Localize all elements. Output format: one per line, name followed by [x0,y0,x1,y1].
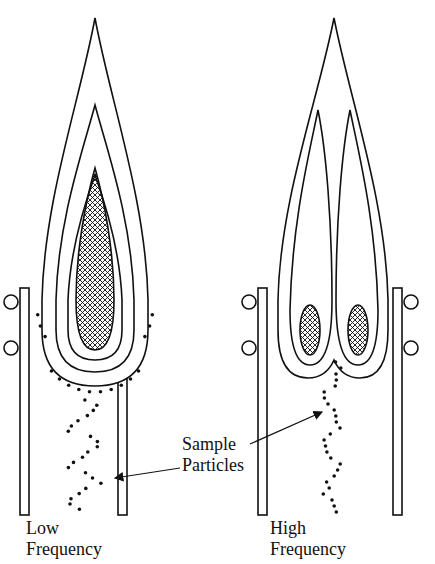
particle-dot [339,366,343,370]
particle-dot [88,390,92,394]
particle-dot [329,456,333,460]
particle-dot [89,435,93,439]
particle-dot [335,420,339,424]
particle-dot [330,498,334,502]
particle-dot [69,497,73,501]
particle-dot [81,455,85,459]
particle-dot [332,474,336,478]
particle-dot [86,450,90,454]
particle-dot [325,480,329,484]
particle-dot [338,426,342,430]
particle-dot [333,384,337,388]
particle-dot [91,476,95,480]
particle-dot [322,492,326,496]
particle-dot [99,390,103,394]
particle-dot [83,398,87,402]
particle-dot [86,414,90,418]
particle-dot [334,414,338,418]
particle-dot [67,429,71,433]
particle-dot [77,492,81,496]
particle-dot [143,335,147,339]
particle-dot [336,468,340,472]
particle-dot [151,313,155,317]
particle-dot [334,372,338,376]
particle-dot [120,383,124,387]
particle-dot [99,481,103,485]
particle-dot [67,466,71,470]
particle-dot [327,486,331,490]
particle-dot [39,324,43,328]
particle-dot [67,383,71,387]
callout-label: Sample Particles [182,434,274,476]
particle-dot [109,388,113,392]
particle-dot [323,396,327,400]
particle-dot [96,445,100,449]
particle-dot [335,510,339,514]
particle-dot [334,360,338,364]
low-frequency-torch [4,18,148,515]
sample-particles [36,313,343,514]
particle-dot [77,388,81,392]
particle-dot [78,507,82,511]
particle-dot [92,409,96,413]
leader-line [115,468,180,478]
high-frequency-torch [242,18,418,515]
particle-dot [95,403,99,407]
particle-dot [335,378,339,382]
particle-dot [322,390,326,394]
particle-dot [338,462,342,466]
particle-dot [332,408,336,412]
particle-dot [148,324,152,328]
particle-dot [76,419,80,423]
torch-label: Low Frequency [26,518,116,560]
particle-dot [329,432,333,436]
particle-dot [36,313,40,317]
particle-dot [43,335,47,339]
particle-dot [332,504,336,508]
particle-dot [68,502,72,506]
particle-dot [137,369,141,373]
particle-dot [70,424,74,428]
particle-dot [72,461,76,465]
particle-dot [50,369,54,373]
particle-dot [58,377,62,381]
particle-dot [322,438,326,442]
particle-dot [129,377,133,381]
particle-dot [84,471,88,475]
particle-dot [96,440,100,444]
particle-dot [84,487,88,491]
leader-line [250,412,322,444]
particle-dot [324,444,328,448]
particle-dot [326,402,330,406]
particle-dot [325,450,329,454]
torch-label: High Frequency [270,518,360,560]
